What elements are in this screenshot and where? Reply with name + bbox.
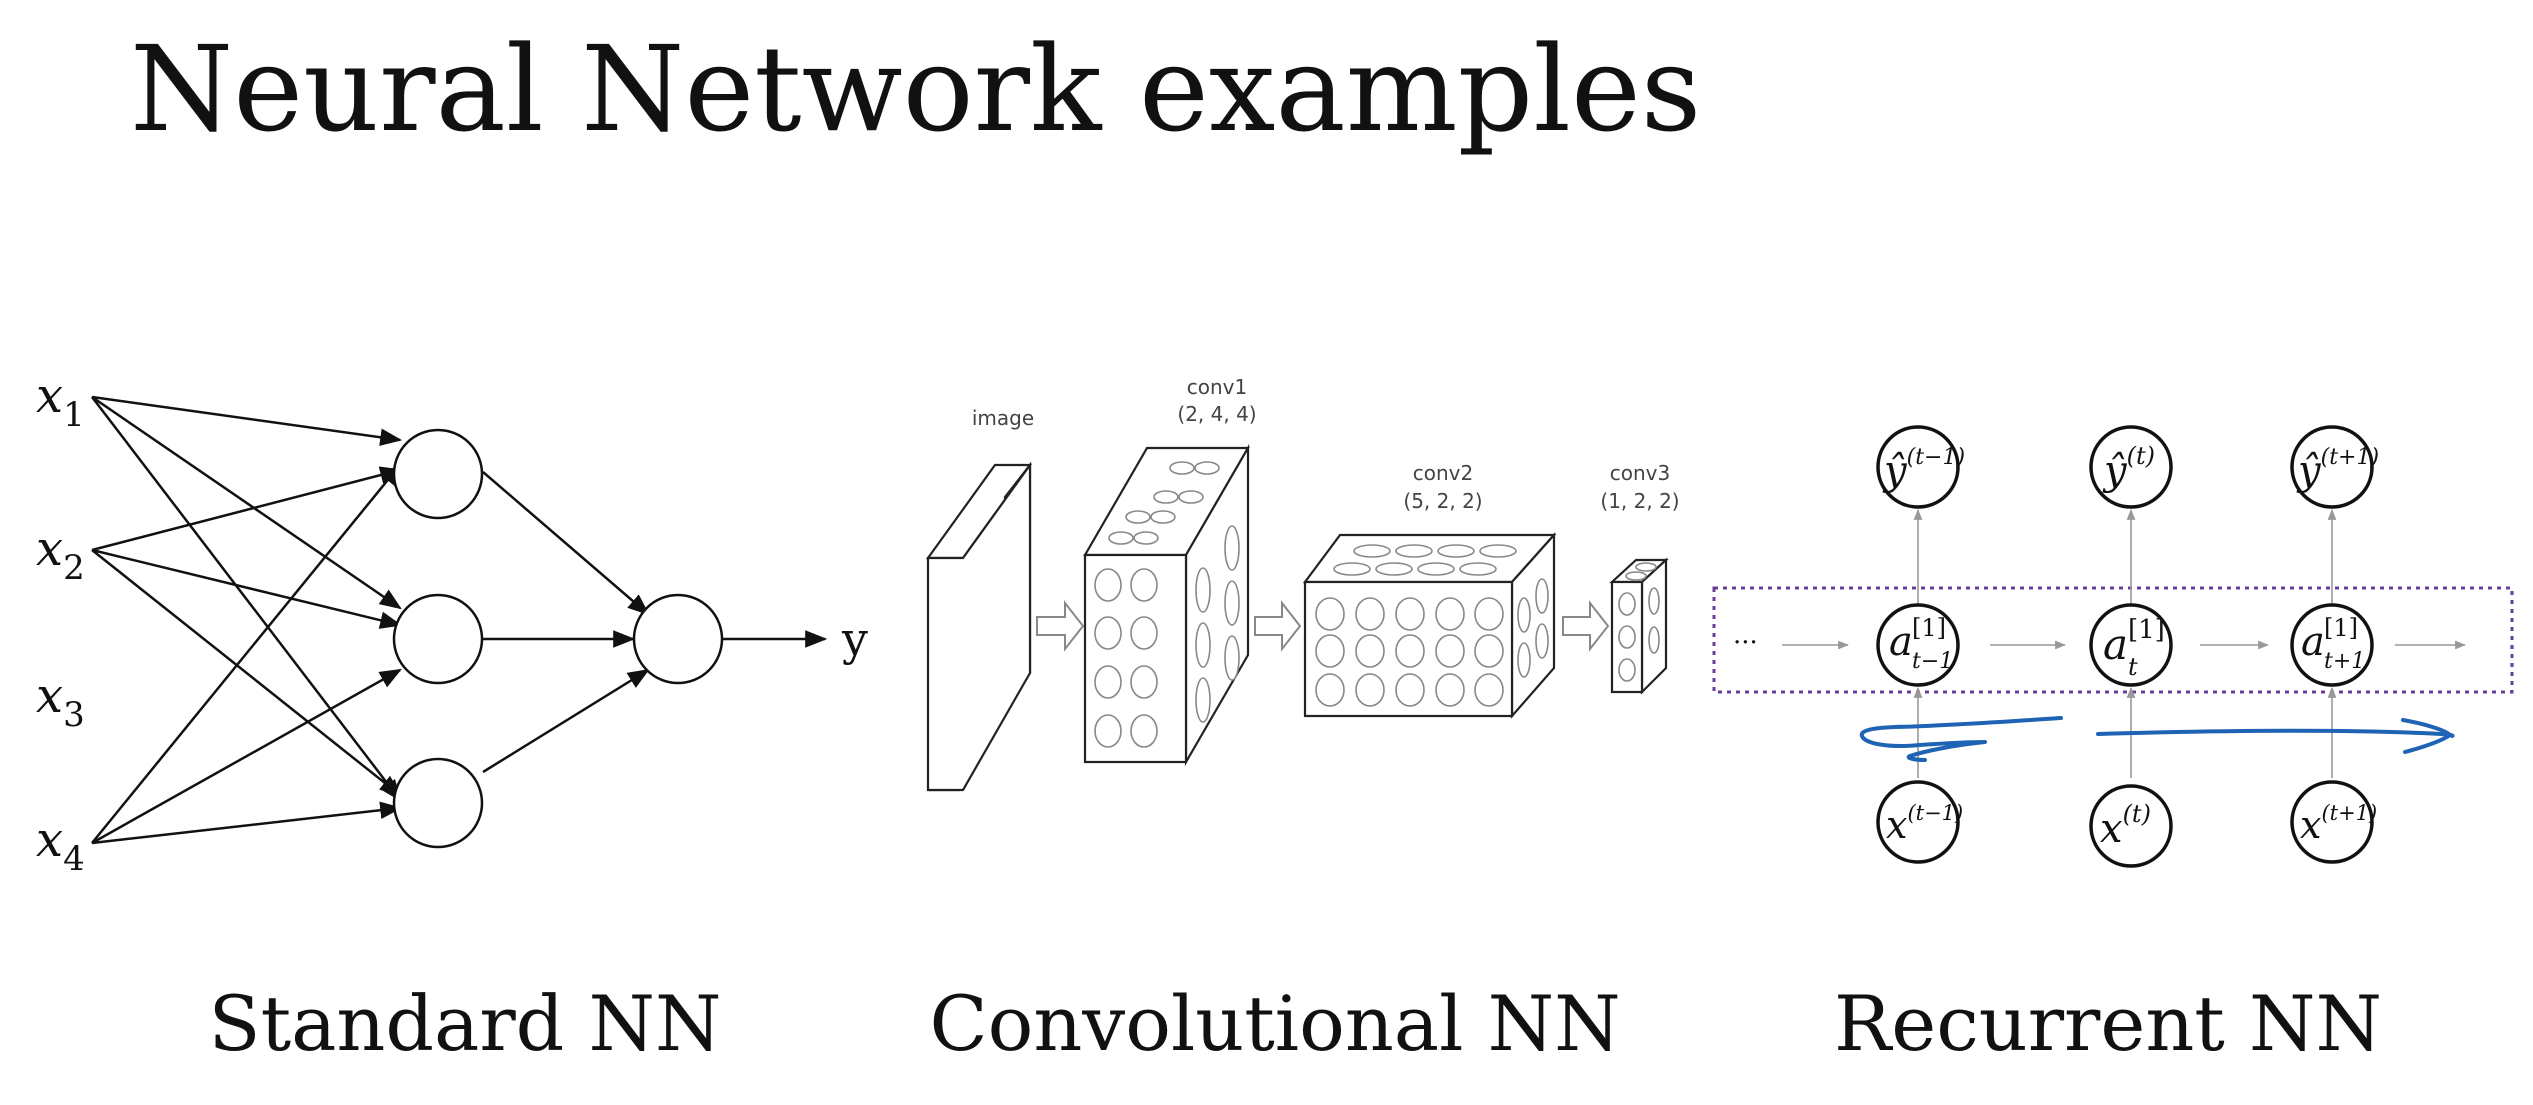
edge [91, 396, 402, 802]
input-label: x(t) [2100, 800, 2151, 852]
input-node [2089, 784, 2173, 868]
hidden-label: a [1] t [2103, 615, 2165, 681]
caption-standard-nn: Standard NN [209, 979, 722, 1068]
hidden-output-edges [482, 471, 828, 774]
input-label-x2: x2 [36, 521, 85, 588]
recurrent-layer-box [1712, 586, 2514, 694]
hidden-label: a [1] t+1 [2301, 614, 2365, 674]
conv3-block [1609, 557, 1669, 695]
hidden-node [1876, 603, 1960, 687]
output-label: ŷ(t+1) [2296, 445, 2379, 494]
caption-convolutional-nn: Convolutional NN [929, 979, 1620, 1068]
output-node [1876, 425, 1960, 509]
backward-annotation-stroke [1859, 716, 2063, 762]
output-node [2089, 425, 2173, 509]
input-label-x1: x1 [36, 368, 85, 435]
conv-nn-diagram: image [925, 375, 1680, 792]
svg-text:a: a [2301, 619, 2325, 665]
hollow-arrow-1 [1036, 600, 1085, 652]
recurrent-nn-diagram: ··· ŷ(t−1) ŷ(t) ŷ(t+1) a [1] t−1 a [1712, 425, 2514, 868]
svg-text:t: t [2128, 653, 2138, 681]
input-node [1876, 780, 1960, 864]
edge [91, 395, 402, 610]
image-slab [925, 461, 1033, 792]
output-label: ŷ(t−1) [1882, 445, 1965, 494]
svg-text:t−1: t−1 [1912, 649, 1953, 674]
hollow-arrow-2 [1254, 600, 1302, 652]
conv2-label: conv2 [1413, 461, 1473, 485]
hidden-node [2290, 603, 2374, 687]
edge [91, 801, 403, 845]
standard-nn-diagram: x1 x2 x3 x4 y [36, 368, 868, 879]
conv1-label: conv1 [1187, 375, 1247, 399]
svg-text:a: a [2103, 620, 2128, 669]
svg-text:[1]: [1] [1912, 614, 1946, 642]
edge [91, 668, 402, 845]
conv2-dims: (5, 2, 2) [1403, 489, 1482, 513]
input-hidden-edges [91, 395, 403, 845]
hidden-node [2089, 603, 2173, 687]
svg-text:[1]: [1] [2324, 614, 2358, 642]
edge [91, 463, 402, 844]
hidden-node [392, 428, 484, 520]
edge [91, 395, 403, 446]
output-node [632, 593, 724, 685]
hollow-arrow-3 [1562, 600, 1610, 652]
forward-annotation-stroke [2096, 728, 2455, 738]
svg-text:t+1: t+1 [2324, 649, 2365, 674]
edge [91, 466, 403, 552]
output-label: ŷ(t) [2102, 442, 2155, 494]
input-label: x(t+1) [2300, 801, 2377, 847]
hidden-node [392, 593, 484, 685]
conv1-block [1083, 443, 1250, 767]
conv2-block [1302, 532, 1557, 719]
hidden-label: a [1] t−1 [1889, 614, 1953, 674]
output-node [2290, 425, 2374, 509]
forward-annotation-arrowhead [2401, 718, 2452, 754]
page-title: Neural Network examples [130, 20, 1701, 158]
hidden-node [392, 757, 484, 849]
conv3-label: conv3 [1610, 461, 1670, 485]
output-label-y: y [841, 612, 868, 666]
conv3-dims: (1, 2, 2) [1600, 489, 1679, 513]
svg-text:a: a [1889, 619, 1913, 665]
edge [482, 471, 650, 616]
input-label: x(t−1) [1886, 801, 1963, 847]
input-label-x3: x3 [36, 668, 85, 735]
caption-recurrent-nn: Recurrent NN [1834, 979, 2382, 1068]
edge [91, 548, 403, 629]
conv1-dims: (2, 4, 4) [1177, 402, 1256, 426]
input-node [2290, 780, 2374, 864]
svg-text:[1]: [1] [2128, 615, 2165, 645]
rnn-ellipsis: ··· [1733, 628, 1758, 658]
edge [482, 668, 650, 774]
input-label-x4: x4 [36, 812, 85, 879]
edge [91, 549, 402, 797]
image-label: image [972, 406, 1034, 430]
